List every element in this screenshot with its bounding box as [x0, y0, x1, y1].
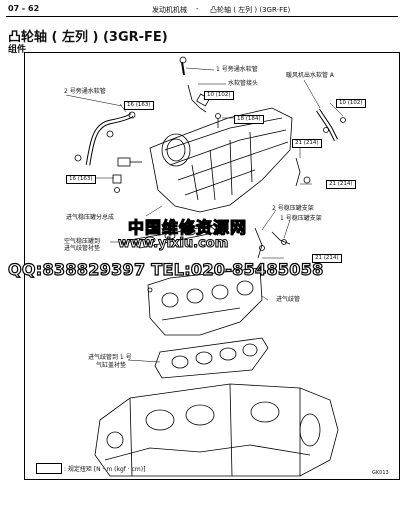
torque-box-1: 16 (163) [124, 101, 154, 110]
label-bypass-hose-2: 2 号旁通水软管 [64, 88, 106, 95]
water-hose-joint-drawing [179, 56, 221, 128]
label-gasket-surge-tank-2: 进气歧管衬垫 [64, 245, 101, 252]
torque-box-3: 18 (184) [234, 115, 264, 124]
torque-box-7: 16 (163) [66, 175, 96, 184]
label-bypass-hose-1: 1 号旁通水软管 [216, 66, 258, 73]
header-rule [6, 16, 398, 17]
header-topic: 凸轮轴 ( 左列 ) (3GR-FE) [210, 6, 291, 14]
torque-box-2: 10 (102) [204, 91, 234, 100]
label-surge-tank-bracket-1: 1 号稳压罐支架 [280, 215, 322, 222]
label-manifold-gasket-1: 进气歧管到 1 号 [88, 354, 132, 361]
torque-box-5: 21 (214) [292, 139, 322, 148]
page-title: 凸轮轴 ( 左列 ) (3GR-FE) [8, 30, 168, 45]
torque-legend-box [36, 463, 62, 474]
watermark-url: www.yixiu.com [117, 236, 229, 252]
torque-box-6: 21 (214) [326, 180, 356, 189]
page-subtitle: 组件 [8, 45, 27, 55]
header-section: 发动机机械 [152, 6, 187, 14]
torque-legend-text: : 规定扭矩 [N · m (kgf · cm)] [64, 466, 146, 473]
manifold-gasket-drawing [154, 337, 269, 379]
label-manifold-gasket-2: 气缸盖衬垫 [96, 362, 127, 369]
bypass-hose-2-drawing [74, 111, 136, 166]
surge-tank-drawing [149, 107, 293, 213]
label-intake-surge-tank: 进气稳压罐分总成 [66, 214, 115, 221]
intake-manifold-drawing [147, 267, 265, 336]
brackets-drawing [254, 227, 291, 259]
label-heater-outlet-pipe: 暖风机出水软管 A [286, 72, 335, 79]
heater-pipe-drawing [295, 108, 346, 187]
label-gasket-surge-tank-1: 空气稳压罐到 [64, 238, 101, 245]
label-intake-manifold: 进气歧管 [276, 296, 301, 303]
label-water-hose-joint: 水软管接头 [228, 80, 259, 87]
page-number: 07 - 62 [8, 4, 40, 13]
surge-tank-gasket-drawing [129, 225, 219, 249]
header-separator: - [196, 5, 199, 13]
watermark-site-name: 中国维修资源网 [127, 217, 248, 237]
torque-box-8: 21 (214) [312, 254, 342, 263]
page-header: 07 - 62 发动机机械 - 凸轮轴 ( 左列 ) (3GR-FE) [6, 2, 398, 16]
torque-box-4: 10 (102) [336, 99, 366, 108]
diagram-frame [24, 52, 400, 480]
figure-code: GK013 [372, 470, 389, 476]
leader-lines [65, 67, 344, 363]
sensor-connector-drawing [112, 157, 142, 193]
label-surge-tank-bracket-2: 2 号稳压罐支架 [272, 205, 314, 212]
watermark-contact: QQ:838829397 TEL:020-85485058 [7, 259, 324, 279]
engine-block-drawing [94, 383, 339, 477]
